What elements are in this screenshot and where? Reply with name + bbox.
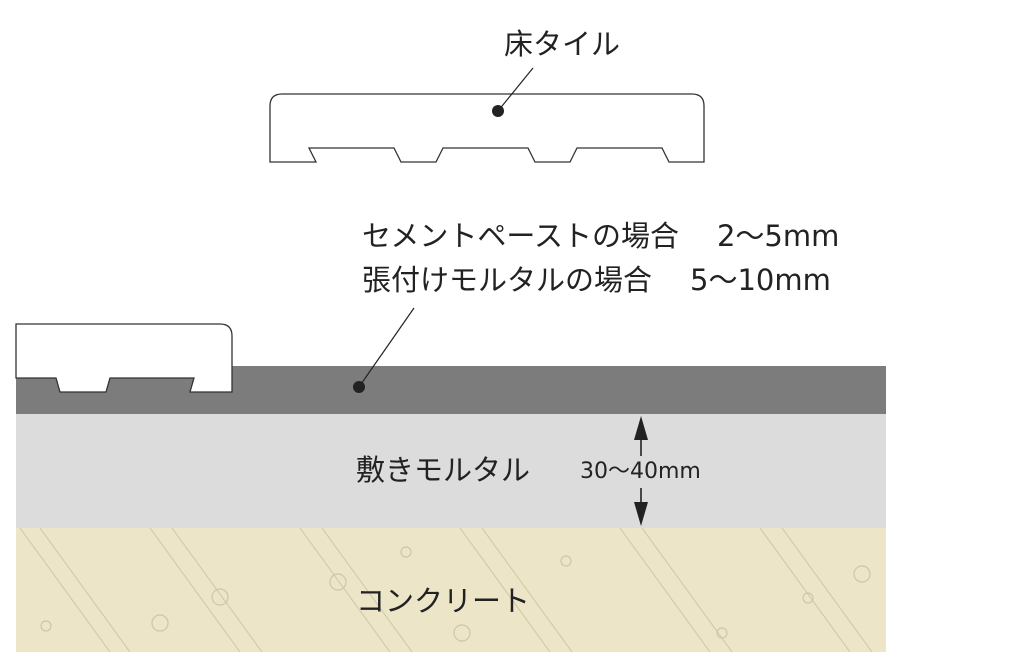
adhesive-mortar-case: 張付けモルタルの場合 [362, 263, 653, 297]
paste-leader-dot [353, 381, 365, 393]
cement-paste-case: セメントペーストの場合 [362, 219, 679, 253]
cement-paste-thickness: 2～5mm [716, 219, 840, 253]
bedding-mortar-label: 敷きモルタル [356, 453, 531, 487]
floor-tile-label: 床タイル [504, 27, 621, 61]
floor-tile [269, 93, 705, 163]
paste-leader [358, 307, 415, 388]
installed-tile [15, 323, 233, 393]
concrete-label: コンクリート [356, 584, 531, 618]
cement-paste-note: セメントペーストの場合 2～5mm [362, 222, 839, 251]
bedding-thickness-label: 30～40mm [580, 459, 701, 484]
thickness-arrow [634, 416, 648, 526]
bedding-mortar-layer [16, 414, 886, 528]
adhesive-mortar-thickness: 5～10mm [690, 263, 831, 297]
floor-tile-leader [497, 67, 534, 112]
adhesive-mortar-note: 張付けモルタルの場合 5～10mm [362, 266, 831, 295]
concrete-aggregate [40, 546, 871, 642]
floor-tile-leader-dot [492, 105, 504, 117]
